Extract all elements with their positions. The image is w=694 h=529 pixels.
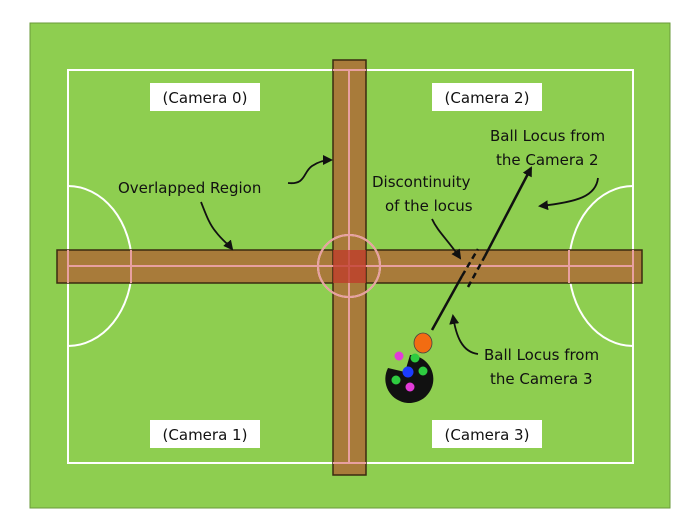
robot-marker-blue-center xyxy=(402,366,414,378)
robot-marker-green-left xyxy=(391,375,401,385)
ball-locus-cam3-dashed xyxy=(460,248,480,277)
overlapped-region-arrow-vertical xyxy=(287,155,333,184)
robot-marker-green-top xyxy=(410,353,420,363)
camera-2-label-box xyxy=(432,83,542,111)
camera-3-label: (Camera 3) xyxy=(445,426,530,444)
overlapped-region-arrow-horizontal xyxy=(200,201,234,251)
locus-cam2-label-line1: Ball Locus from xyxy=(490,127,605,145)
robot-marker-magenta-top xyxy=(394,351,404,361)
robot-marker-magenta-bottom xyxy=(405,382,415,392)
overlapped-region-label: Overlapped Region xyxy=(118,179,261,197)
camera-2-label: (Camera 2) xyxy=(445,89,530,107)
robot xyxy=(385,351,434,403)
locus-cam3-arrow xyxy=(449,314,479,355)
ball xyxy=(413,332,433,354)
ball-locus-cam2-dashed xyxy=(466,255,487,288)
robot-marker-green-right xyxy=(418,366,428,376)
locus-cam3-label-line1: Ball Locus from xyxy=(484,346,599,364)
locus-cam2-label-line2: the Camera 2 xyxy=(496,151,599,169)
discontinuity-arrow xyxy=(431,218,462,260)
locus-cam2-arrow xyxy=(538,177,599,211)
camera-3-label-box xyxy=(432,420,542,448)
center-spot xyxy=(333,250,366,283)
camera-1-label: (Camera 1) xyxy=(163,426,248,444)
center-circle-inner xyxy=(317,234,381,298)
camera-1-label-box xyxy=(150,420,260,448)
ball-locus-cam3-solid xyxy=(430,275,464,331)
camera-0-label-box xyxy=(150,83,260,111)
locus-cam3-label-line2: the Camera 3 xyxy=(490,370,593,388)
ball-locus-cam2-solid xyxy=(483,166,533,257)
camera-0-label: (Camera 0) xyxy=(163,89,248,107)
discontinuity-label-line1: Discontinuity xyxy=(372,173,471,191)
discontinuity-label-line2: of the locus xyxy=(385,197,473,215)
